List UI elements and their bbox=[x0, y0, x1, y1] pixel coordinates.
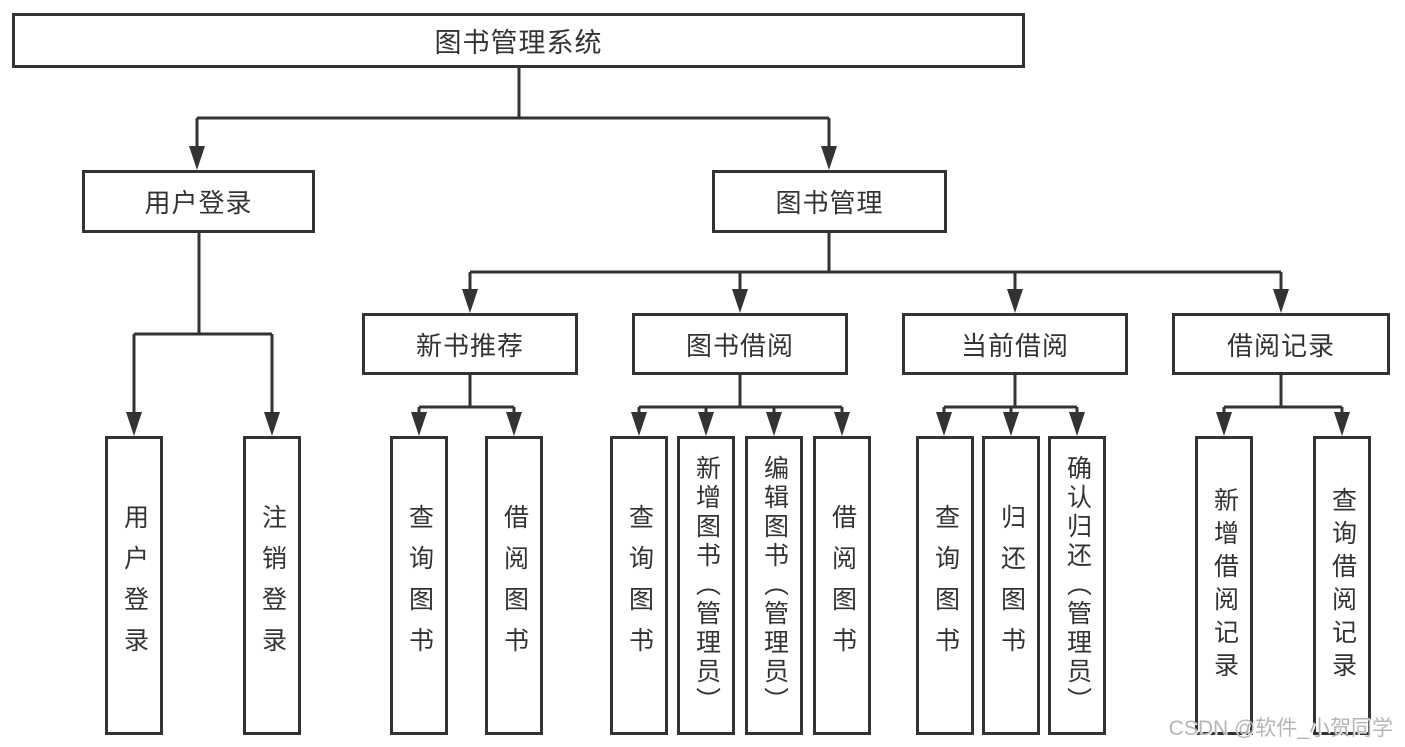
leaf-label: 确认归还（管理员） bbox=[1063, 455, 1092, 716]
leaf-label: 借阅图书 bbox=[828, 503, 857, 668]
leaf-label: 归还图书 bbox=[997, 503, 1026, 668]
leaf-label: 新增借阅记录 bbox=[1210, 486, 1239, 685]
leaf-confirm-return-admin: 确认归还（管理员） bbox=[1048, 436, 1106, 735]
leaf-label: 编辑图书（管理员） bbox=[760, 455, 789, 716]
leaf-query-borrow-record: 查询借阅记录 bbox=[1313, 436, 1371, 735]
leaf-query-books-borrowing: 查询图书 bbox=[610, 436, 668, 735]
node-book-management: 图书管理 bbox=[712, 170, 947, 233]
node-label: 图书借阅 bbox=[685, 330, 794, 361]
leaf-label: 查询图书 bbox=[405, 503, 434, 668]
leaf-label: 查询借阅记录 bbox=[1328, 486, 1357, 685]
leaf-label: 用户登录 bbox=[120, 503, 149, 668]
node-borrowing-records: 借阅记录 bbox=[1172, 313, 1390, 375]
leaf-label: 查询图书 bbox=[931, 503, 960, 668]
node-new-book-recommendation: 新书推荐 bbox=[362, 313, 578, 375]
leaf-query-books-current: 查询图书 bbox=[916, 436, 974, 735]
node-label: 图书管理 bbox=[775, 188, 884, 218]
leaf-add-book-admin: 新增图书（管理员） bbox=[677, 436, 735, 735]
node-user-login: 用户登录 bbox=[82, 170, 315, 233]
arrowheads bbox=[126, 146, 1350, 436]
leaf-return-books: 归还图书 bbox=[982, 436, 1040, 735]
node-book-borrowing: 图书借阅 bbox=[632, 313, 848, 375]
leaf-add-borrow-record: 新增借阅记录 bbox=[1195, 436, 1253, 735]
csdn-watermark: CSDN @软件_小贺同学 bbox=[1168, 717, 1393, 740]
leaf-label: 借阅图书 bbox=[500, 503, 529, 668]
leaf-label: 查询图书 bbox=[625, 503, 654, 668]
leaf-query-books-recommend: 查询图书 bbox=[390, 436, 448, 735]
leaf-logout: 注销登录 bbox=[243, 436, 301, 735]
node-label: 用户登录 bbox=[144, 188, 253, 218]
leaf-label: 注销登录 bbox=[258, 503, 287, 668]
leaf-label: 新增图书（管理员） bbox=[692, 455, 721, 716]
node-label: 借阅记录 bbox=[1226, 330, 1335, 361]
leaf-borrow-books-recommend: 借阅图书 bbox=[485, 436, 543, 735]
leaf-edit-book-admin: 编辑图书（管理员） bbox=[745, 436, 803, 735]
node-label: 新书推荐 bbox=[415, 330, 524, 361]
leaf-borrow-books-borrowing: 借阅图书 bbox=[813, 436, 871, 735]
node-library-management-system: 图书管理系统 bbox=[12, 13, 1025, 68]
node-current-borrowing: 当前借阅 bbox=[902, 313, 1128, 375]
leaf-user-login: 用户登录 bbox=[105, 436, 163, 735]
node-label: 当前借阅 bbox=[960, 330, 1069, 361]
node-label: 图书管理系统 bbox=[434, 28, 603, 58]
